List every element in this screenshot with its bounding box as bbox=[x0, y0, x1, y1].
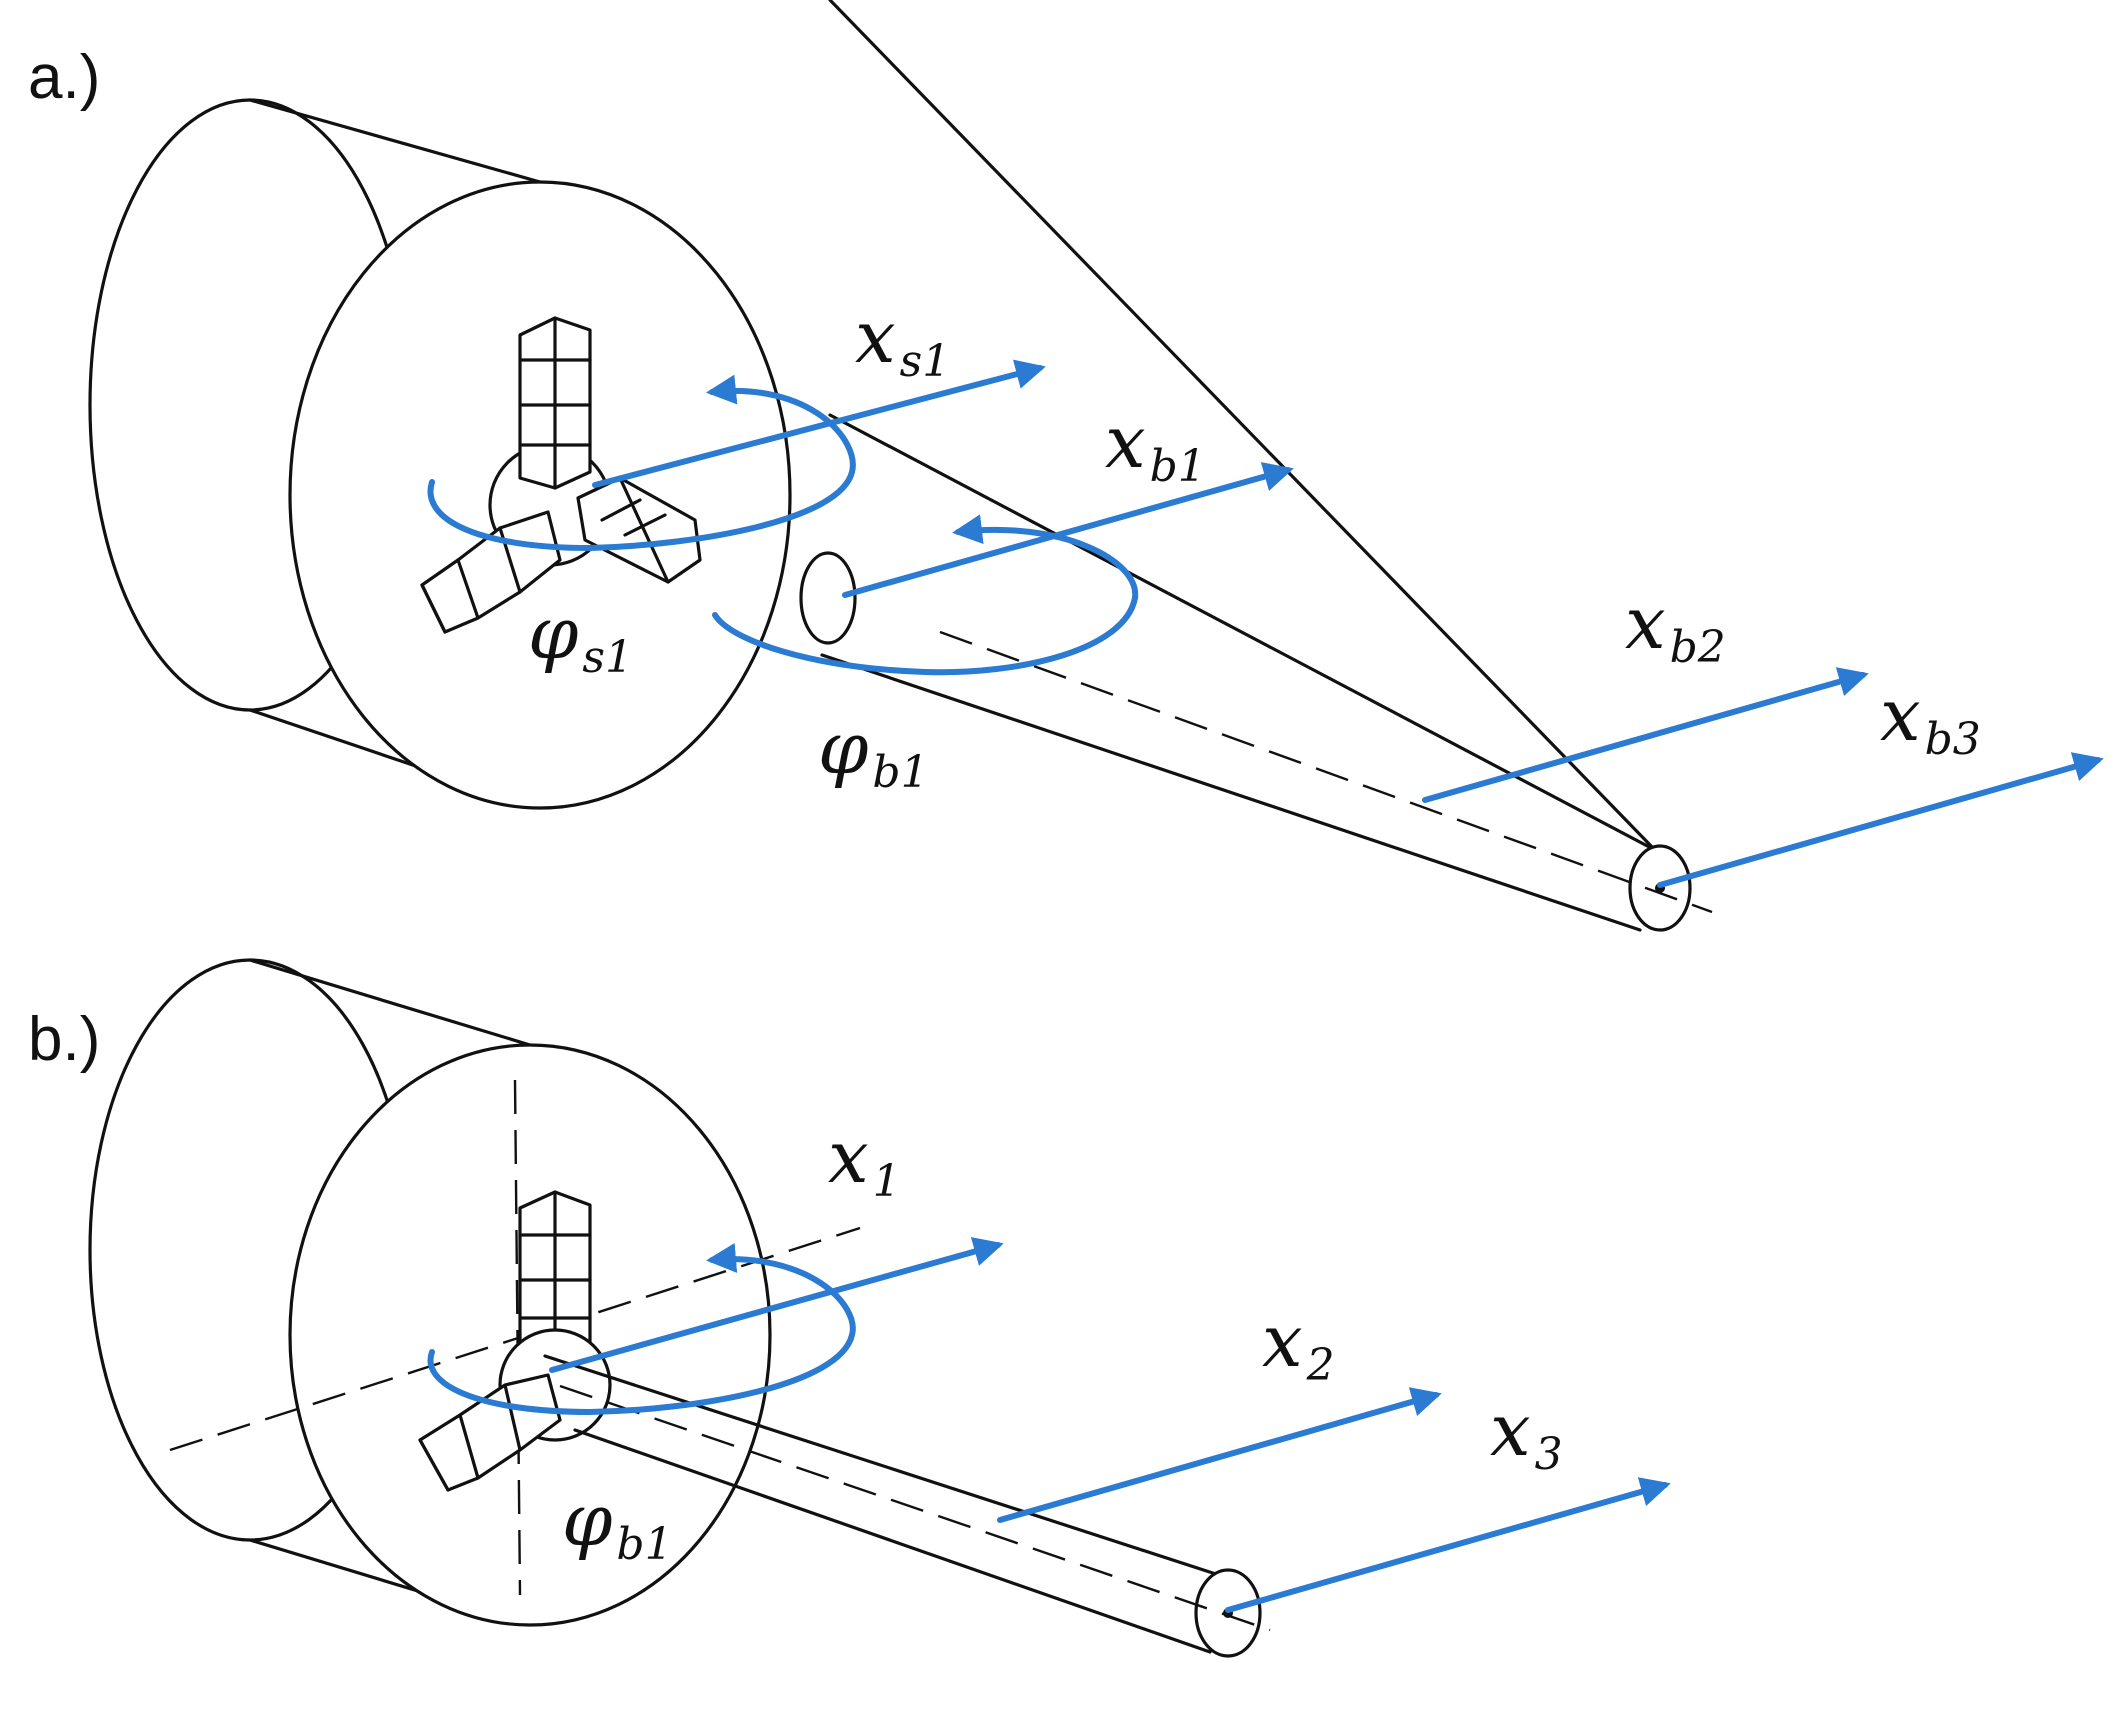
label-x1: x1 bbox=[828, 1115, 901, 1207]
panel-a-label: a.) bbox=[28, 43, 100, 112]
panel-b-label: b.) bbox=[28, 1005, 100, 1074]
chuck-b-horizontal-axis bbox=[169, 1226, 861, 1452]
axis-arrow-x2 bbox=[997, 1387, 1442, 1523]
jaws-a bbox=[420, 316, 702, 634]
axes-b bbox=[427, 1237, 1671, 1613]
label-x3: x3 bbox=[1490, 1388, 1563, 1480]
axis-arrow-xs1 bbox=[592, 359, 1046, 488]
chuck-b bbox=[88, 958, 861, 1627]
label-x2: x2 bbox=[1262, 1299, 1335, 1391]
axes-a bbox=[427, 359, 2104, 888]
label-xb2: xb2 bbox=[1625, 581, 1726, 673]
jaws-b bbox=[418, 1190, 612, 1492]
shaft-a bbox=[799, 0, 1713, 932]
label-phib1-b: φb1 bbox=[562, 1478, 673, 1570]
rotation-arrow-phis1 bbox=[427, 374, 856, 552]
shaft-a-near-end bbox=[799, 551, 857, 645]
shaft-a-centerline bbox=[939, 630, 1713, 914]
label-phib1: φb1 bbox=[818, 706, 929, 798]
label-phis1: φs1 bbox=[528, 591, 633, 683]
chuck-a bbox=[88, 98, 792, 810]
label-xb3: xb3 bbox=[1880, 673, 1981, 765]
axis-arrow-xb3 bbox=[1657, 752, 2104, 888]
axis-arrow-xb2 bbox=[1422, 667, 1869, 803]
axis-arrow-xb1 bbox=[842, 462, 1294, 598]
label-xs1: xs1 bbox=[855, 295, 950, 387]
rotation-arrow-phib1 bbox=[712, 514, 1139, 676]
rotation-arrow-phib1-b bbox=[427, 1243, 856, 1416]
label-xb1: xb1 bbox=[1105, 400, 1206, 492]
panel-b: b.) x1 bbox=[28, 958, 1671, 1658]
shaft-b-centerline bbox=[559, 1384, 1271, 1632]
panel-a: a.) bbox=[28, 0, 2104, 932]
axis-arrow-x3 bbox=[1225, 1477, 1671, 1613]
axis-arrow-x1 bbox=[549, 1237, 1004, 1373]
